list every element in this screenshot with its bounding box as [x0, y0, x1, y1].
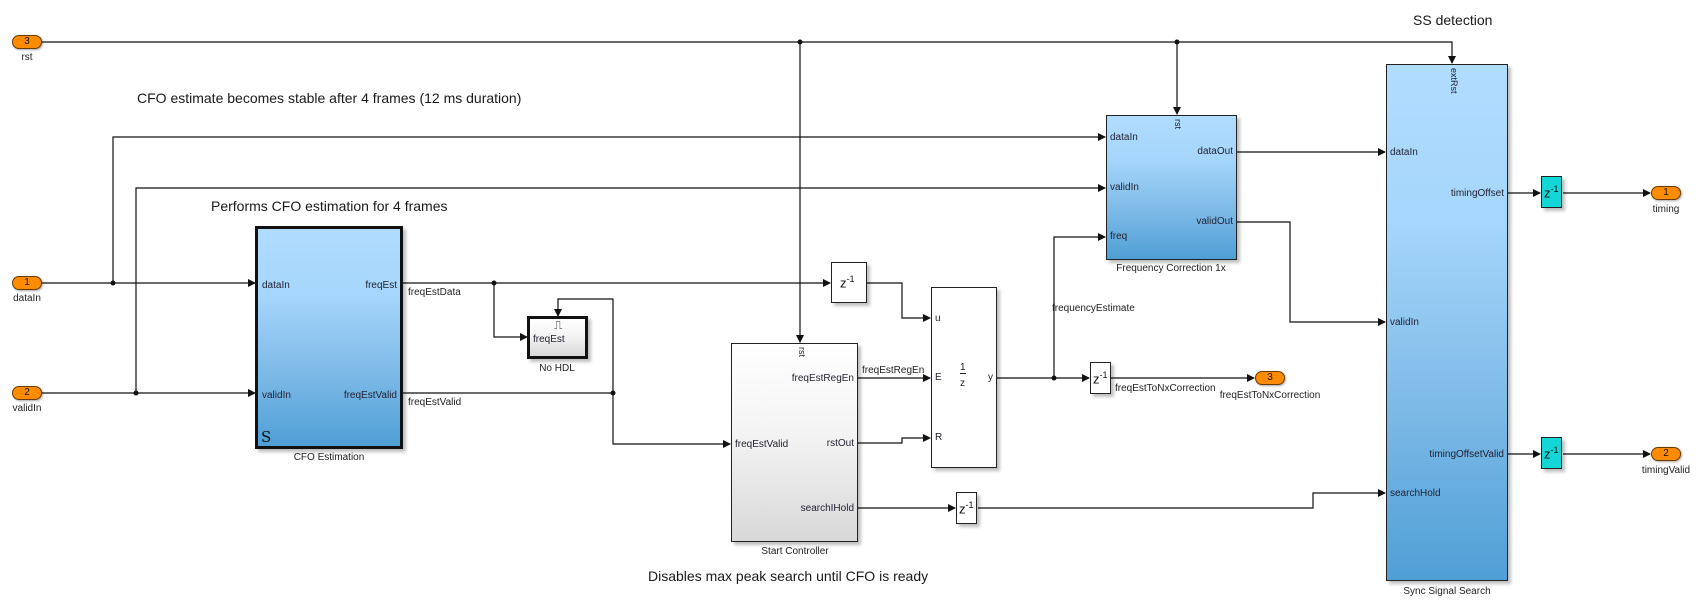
port-freqest: freqEst: [533, 334, 565, 345]
outport-freqesttonxcorrection-label: freqEstToNxCorrection: [1219, 390, 1321, 401]
port-extrst: extRst: [1449, 68, 1459, 94]
cfo-estimation-block[interactable]: dataIn validIn freqEst freqEstValid S: [255, 226, 403, 449]
wire-datain-freqcorr: [112, 133, 1106, 283]
inport-rst[interactable]: 3: [12, 35, 42, 49]
unit-delay-block[interactable]: z-1: [956, 492, 977, 524]
signal-label-freqesttonxcorrection: freqEstToNxCorrection: [1115, 383, 1216, 394]
port-timingoffset: timingOffset: [1450, 188, 1504, 199]
junction: [1174, 39, 1180, 45]
comment-cfo-estimation: Performs CFO estimation for 4 frames: [211, 198, 448, 214]
transfer-denominator: z: [960, 378, 965, 389]
stateflow-badge-icon: S: [261, 428, 272, 446]
frequency-correction-block[interactable]: rst dataIn validIn freq dataOut validOut: [1106, 115, 1237, 260]
inport-datain-label: dataIn: [13, 293, 41, 304]
port-datain: dataIn: [1390, 147, 1418, 158]
sync-signal-search-block[interactable]: extRst dataIn validIn searchHold timingO…: [1386, 64, 1508, 581]
wire-delay-u: [866, 282, 931, 322]
port-freqestvalid: freqEstValid: [343, 390, 397, 401]
wire-freqestvalid: [402, 392, 731, 448]
port-timingoffsetvalid: timingOffsetValid: [1429, 449, 1504, 460]
wire-freqest-nohdl: [493, 283, 528, 341]
delay-label: z-1: [840, 274, 855, 291]
port-validin: validIn: [1110, 182, 1139, 193]
port-dataout: dataOut: [1197, 146, 1233, 157]
trigger-icon: ⎍: [554, 318, 563, 332]
inport-validin[interactable]: 2: [12, 386, 42, 400]
transfer-numerator: 1: [960, 362, 966, 374]
junction: [110, 280, 116, 286]
sync-signal-search-name: Sync Signal Search: [1403, 586, 1491, 597]
port-e: E: [935, 372, 942, 383]
delay-label: z-1: [959, 500, 974, 517]
comment-disables-search: Disables max peak search until CFO is re…: [648, 568, 929, 584]
wire-rstout: [857, 434, 931, 444]
comment-ss-detection: SS detection: [1413, 12, 1493, 28]
wire-rst-main: [42, 41, 1456, 64]
unit-delay-block[interactable]: z-1: [831, 262, 867, 303]
port-validin: validIn: [1390, 317, 1419, 328]
port-r: R: [935, 432, 943, 443]
wire-freqestvalid-trigger: [554, 298, 614, 393]
delay-label: z-1: [1544, 445, 1559, 462]
signal-label-freqestdata: freqEstData: [408, 287, 461, 298]
outport-freqesttonxcorrection[interactable]: 3: [1255, 371, 1285, 385]
wire-searchhold: [978, 489, 1386, 509]
wire-validin-freqcorr: [135, 184, 1106, 393]
port-rstout: rstOut: [826, 438, 854, 449]
junction: [133, 390, 139, 396]
signal-label-frequencyestimate: frequencyEstimate: [1052, 303, 1135, 314]
outport-timing[interactable]: 1: [1651, 186, 1681, 200]
start-controller-block[interactable]: rst freqEstValid freqEstRegEn rstOut sea…: [731, 343, 858, 542]
junction: [610, 390, 616, 396]
port-searchihold: searchIHold: [800, 503, 854, 514]
port-freqestvalid: freqEstValid: [735, 439, 789, 450]
port-searchhold: searchHold: [1390, 488, 1441, 499]
unit-delay-block[interactable]: z-1: [1090, 362, 1111, 394]
unit-delay-timing-block[interactable]: z-1: [1541, 176, 1562, 208]
port-datain: dataIn: [262, 280, 290, 291]
inport-rst-label: rst: [21, 52, 33, 63]
frequency-correction-name: Frequency Correction 1x: [1116, 263, 1226, 274]
port-freq: freq: [1110, 231, 1128, 242]
port-validout: validOut: [1196, 216, 1233, 227]
delay-label: z-1: [1544, 184, 1559, 201]
port-datain: dataIn: [1110, 132, 1138, 143]
port-freqest: freqEst: [365, 280, 397, 291]
inport-validin-label: validIn: [12, 403, 42, 414]
junction: [797, 39, 803, 45]
no-hdl-block[interactable]: ⎍ freqEst: [527, 316, 588, 359]
port-y: y: [988, 372, 993, 383]
wire-freq: [1053, 233, 1106, 378]
enabled-register-block[interactable]: u E R y 1 z: [931, 287, 997, 468]
junction: [1051, 375, 1057, 381]
port-freqestregen: freqEstRegEn: [791, 373, 854, 384]
port-rst: rst: [797, 347, 807, 357]
port-validin: validIn: [262, 390, 291, 401]
signal-label-freqestvalid: freqEstValid: [408, 397, 462, 408]
wire-validout: [1236, 221, 1386, 326]
junction: [491, 280, 497, 286]
signal-label-freqestregen: freqEstRegEn: [862, 365, 925, 376]
cfo-estimation-name: CFO Estimation: [293, 452, 365, 463]
port-rst: rst: [1173, 119, 1183, 129]
outport-timing-label: timing: [1652, 204, 1680, 215]
unit-delay-timingvalid-block[interactable]: z-1: [1541, 437, 1562, 469]
comment-cfo-stable: CFO estimate becomes stable after 4 fram…: [137, 90, 522, 106]
inport-datain[interactable]: 1: [12, 276, 42, 290]
outport-timingvalid-label: timingValid: [1641, 465, 1691, 476]
start-controller-name: Start Controller: [761, 546, 829, 557]
outport-timingvalid[interactable]: 2: [1651, 447, 1681, 461]
no-hdl-name: No HDL: [539, 363, 575, 374]
delay-label: z-1: [1093, 370, 1108, 387]
port-u: u: [935, 313, 941, 324]
